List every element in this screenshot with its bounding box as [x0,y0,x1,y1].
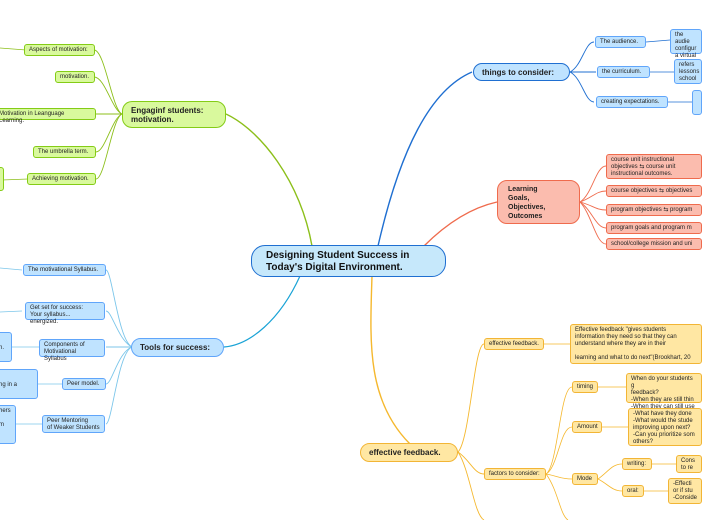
subtopic-curriculum[interactable]: the curriculum. [597,66,650,78]
mode-oral[interactable]: oral: [622,485,644,497]
subtopic-motivation[interactable]: motivation. [55,71,95,83]
detail-timing[interactable]: When do your students g feedback? -When … [626,373,702,410]
detail-cut-tools-1[interactable]: n. [0,332,12,362]
goal-course-objectives[interactable]: course objectives ⇆ objectives [606,185,702,197]
mode-writing[interactable]: writing: [622,458,652,470]
goal-program-objectives[interactable]: program objectives ⇆ program [606,204,702,216]
detail-oral[interactable]: -Effecti or if stu -Conside [668,478,702,504]
topic-tools-for-success[interactable]: Tools for success: [131,338,224,357]
link-center-engage [225,113,313,247]
detail-audience-cut[interactable]: the audie configur a virtual [670,29,702,59]
topic-engaging-students[interactable]: Engaginf students: motivation. [122,101,226,128]
detail-brookhart-quote[interactable]: Effective feedback "gives students infor… [570,324,702,364]
subtopic-motivational-syllabus[interactable]: The motivational Syllabus. [23,264,106,276]
subtopic-cut-green-box[interactable] [0,167,4,191]
subtopic-get-set-for-success[interactable]: Get set for success: Your syllabus... en… [25,302,105,325]
subtopic-audience[interactable]: The audience. [595,36,646,48]
subtopic-effective-feedback[interactable]: effective feedback. [484,338,544,350]
factor-timing[interactable]: timing [572,381,598,393]
topic-learning-goals[interactable]: Learning Goals, Objectives, Outcomes [497,180,580,224]
topic-things-to-consider[interactable]: things to consider: [473,63,570,81]
subtopic-achieving-motivation[interactable]: Achieving motivation. [27,173,96,185]
link-center-tools [223,275,301,348]
detail-cut-tools-2[interactable]: ng in a [0,369,38,399]
detail-writing[interactable]: Cons to re [676,455,702,473]
subtopic-factors-to-consider[interactable]: factors to consider: [484,468,546,480]
link-center-goals [423,201,498,247]
subtopic-aspects-of-motivation[interactable]: Aspects of motivation: [24,44,95,56]
factor-mode[interactable]: Mode [572,473,598,485]
detail-curriculum-cut[interactable]: refers lessons school [674,59,702,84]
link-center-things [377,71,473,247]
goal-course-unit-objectives[interactable]: course unit instructional objectives ⇆ c… [606,154,702,179]
subtopic-motivation-language-learning[interactable]: Motivation in Leanguage Learning. [0,108,96,124]
subtopic-umbrella-term[interactable]: The umbrella term. [33,146,96,158]
subtopic-creating-expectations[interactable]: creating expectations. [596,96,668,108]
factor-amount[interactable]: Amount [572,421,602,433]
subtopic-peer-model[interactable]: Peer model. [62,378,106,390]
detail-cut-tools-3[interactable]: hers m [0,405,16,444]
goal-school-mission[interactable]: school/college mission and uni [606,238,702,250]
subtopic-peer-mentoring[interactable]: Peer Mentoring of Weaker Students [42,415,105,433]
detail-amount[interactable]: -What have they done -What would the stu… [628,408,702,446]
central-topic[interactable]: Designing Student Success in Today's Dig… [251,245,446,277]
goal-program-goals[interactable]: program goals and program m [606,222,702,234]
topic-effective-feedback[interactable]: effective feedback. [360,443,458,462]
subtopic-components-syllabus[interactable]: Components of Motivational Syllabus [39,339,105,362]
link-center-feedback [370,275,411,445]
detail-expectations-cut[interactable] [692,90,702,115]
